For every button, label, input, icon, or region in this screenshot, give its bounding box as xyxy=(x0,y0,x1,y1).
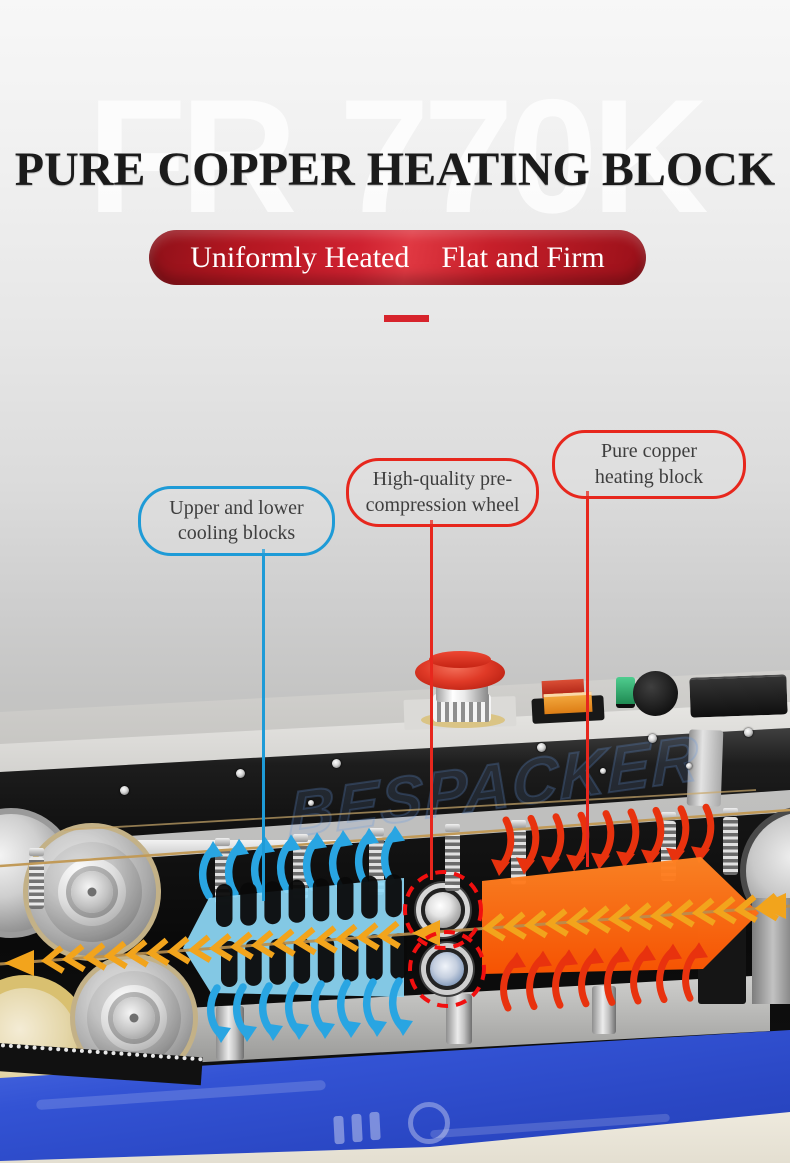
housing-screw xyxy=(686,763,692,769)
housing-screw xyxy=(744,728,753,737)
base-print xyxy=(351,1113,363,1143)
housing-screw xyxy=(600,768,606,774)
callout-text: Upper and lower xyxy=(169,496,304,519)
spring-bolt-head xyxy=(723,808,738,816)
base-print-circle xyxy=(408,1102,450,1144)
base-print xyxy=(333,1115,345,1145)
spring-coil xyxy=(661,821,676,881)
spring-bolt-head xyxy=(293,834,308,842)
spring-bolt-head xyxy=(215,838,230,846)
callout-text: Pure copper xyxy=(600,440,698,463)
green-button xyxy=(616,677,635,708)
housing-screw xyxy=(537,743,546,752)
pre-compression-wheel-upper xyxy=(421,888,465,932)
right-mount-block xyxy=(698,918,746,1004)
banner-text-left: Uniformly Heated xyxy=(190,240,410,274)
housing-screw xyxy=(648,734,657,743)
callout-text: High-quality pre- xyxy=(372,468,513,491)
spring-coil xyxy=(29,857,44,909)
callout-precompression-wheel: High-quality pre- compression wheel xyxy=(346,458,539,527)
base-print xyxy=(369,1111,381,1141)
callout-text: compression wheel xyxy=(365,493,520,516)
subtitle-banner: Uniformly Heated Flat and Firm xyxy=(149,230,646,285)
emergency-stop-button-top xyxy=(429,651,491,668)
spring-coil xyxy=(723,817,738,875)
spring-bolt-head xyxy=(661,812,676,820)
right-guide-block xyxy=(752,898,790,1004)
leader-line-precompression xyxy=(430,520,433,880)
spring-coil xyxy=(445,833,460,891)
leader-line-heating xyxy=(586,491,589,867)
spring-coil xyxy=(369,837,384,895)
spring-coil xyxy=(293,843,308,899)
callout-heating-block: Pure copper heating block xyxy=(552,430,746,499)
model-watermark: FR-770K xyxy=(87,66,708,247)
spring-coil xyxy=(511,829,526,885)
callout-text: cooling blocks xyxy=(177,522,296,544)
spring-bolt-head xyxy=(511,820,526,828)
housing-screw xyxy=(120,786,129,795)
housing-screw xyxy=(308,800,314,806)
banner-text-right: Flat and Firm xyxy=(441,240,605,274)
callout-cooling-blocks: Upper and lower cooling blocks xyxy=(138,486,335,556)
leader-line-cooling xyxy=(262,549,265,901)
red-divider xyxy=(384,315,429,322)
spring-coil xyxy=(215,847,230,905)
pre-compression-wheel-lower xyxy=(426,948,468,990)
roller-hub xyxy=(71,871,113,913)
roller-hub xyxy=(113,997,155,1039)
housing-screw xyxy=(332,759,341,768)
spring-bolt-head xyxy=(29,848,44,856)
callout-text: heating block xyxy=(594,465,704,488)
spring-bolt-head xyxy=(445,824,460,832)
page-title: PURE COPPER HEATING BLOCK xyxy=(14,143,776,196)
spring-bolt-head xyxy=(369,828,384,836)
support-foot xyxy=(446,994,472,1044)
support-foot xyxy=(216,1006,244,1060)
control-knob xyxy=(633,671,678,716)
support-foot xyxy=(592,986,616,1034)
housing-screw xyxy=(236,769,245,778)
